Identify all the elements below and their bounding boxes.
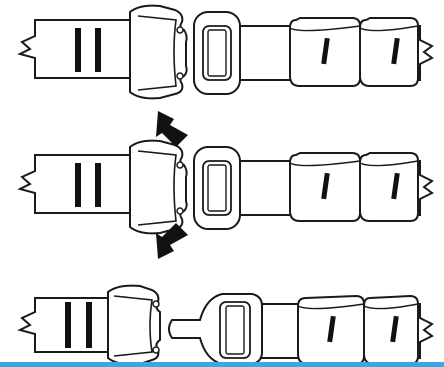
panel-step-3	[17, 284, 434, 366]
squeeze-arrow-icon	[156, 111, 188, 147]
bottom-accent-bar	[0, 362, 444, 367]
panel-step-1	[19, 4, 433, 100]
panel-step-2	[19, 111, 433, 259]
squeeze-arrow-icon	[156, 223, 188, 259]
